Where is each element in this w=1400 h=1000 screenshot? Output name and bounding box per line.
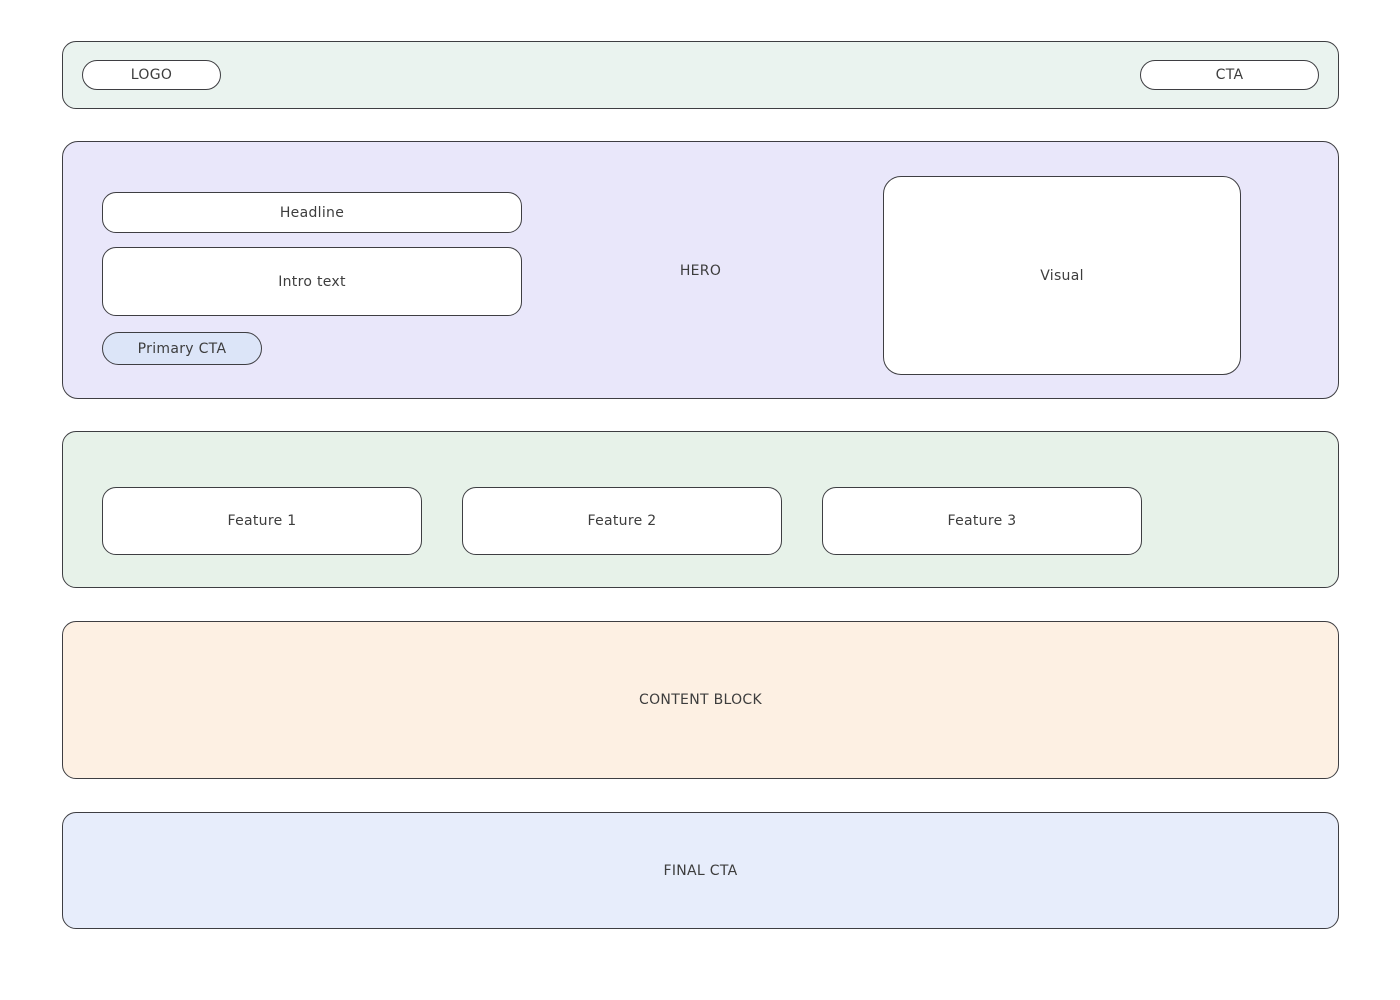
- features-section: Feature 1 Feature 2 Feature 3: [62, 431, 1339, 588]
- hero-section-label: HERO: [679, 263, 722, 279]
- content-block-section: CONTENT BLOCK: [62, 621, 1339, 779]
- headline-label: Headline: [279, 204, 345, 221]
- feature-1-label: Feature 1: [227, 513, 297, 529]
- primary-cta-label: Primary CTA: [137, 340, 227, 357]
- hero-visual-label: Visual: [1040, 267, 1084, 284]
- headline-placeholder: Headline: [102, 192, 522, 233]
- final-cta-section: FINAL CTA: [62, 812, 1339, 929]
- header-bar: LOGO CTA: [62, 41, 1339, 109]
- feature-2-label: Feature 2: [587, 513, 657, 529]
- content-block-label: CONTENT BLOCK: [639, 692, 762, 708]
- feature-card-1: Feature 1: [102, 487, 422, 555]
- logo-button[interactable]: LOGO: [82, 60, 221, 90]
- intro-text-placeholder: Intro text: [102, 247, 522, 316]
- header-cta-button[interactable]: CTA: [1140, 60, 1319, 90]
- header-cta-label: CTA: [1215, 67, 1244, 83]
- feature-card-3: Feature 3: [822, 487, 1142, 555]
- logo-label: LOGO: [130, 67, 173, 83]
- primary-cta-button[interactable]: Primary CTA: [102, 332, 262, 365]
- hero-section: Headline Intro text Primary CTA HERO Vis…: [62, 141, 1339, 399]
- final-cta-label: FINAL CTA: [663, 862, 738, 879]
- feature-3-label: Feature 3: [947, 513, 1017, 529]
- feature-card-2: Feature 2: [462, 487, 782, 555]
- hero-visual-placeholder: Visual: [883, 176, 1241, 375]
- intro-text-label: Intro text: [278, 273, 346, 290]
